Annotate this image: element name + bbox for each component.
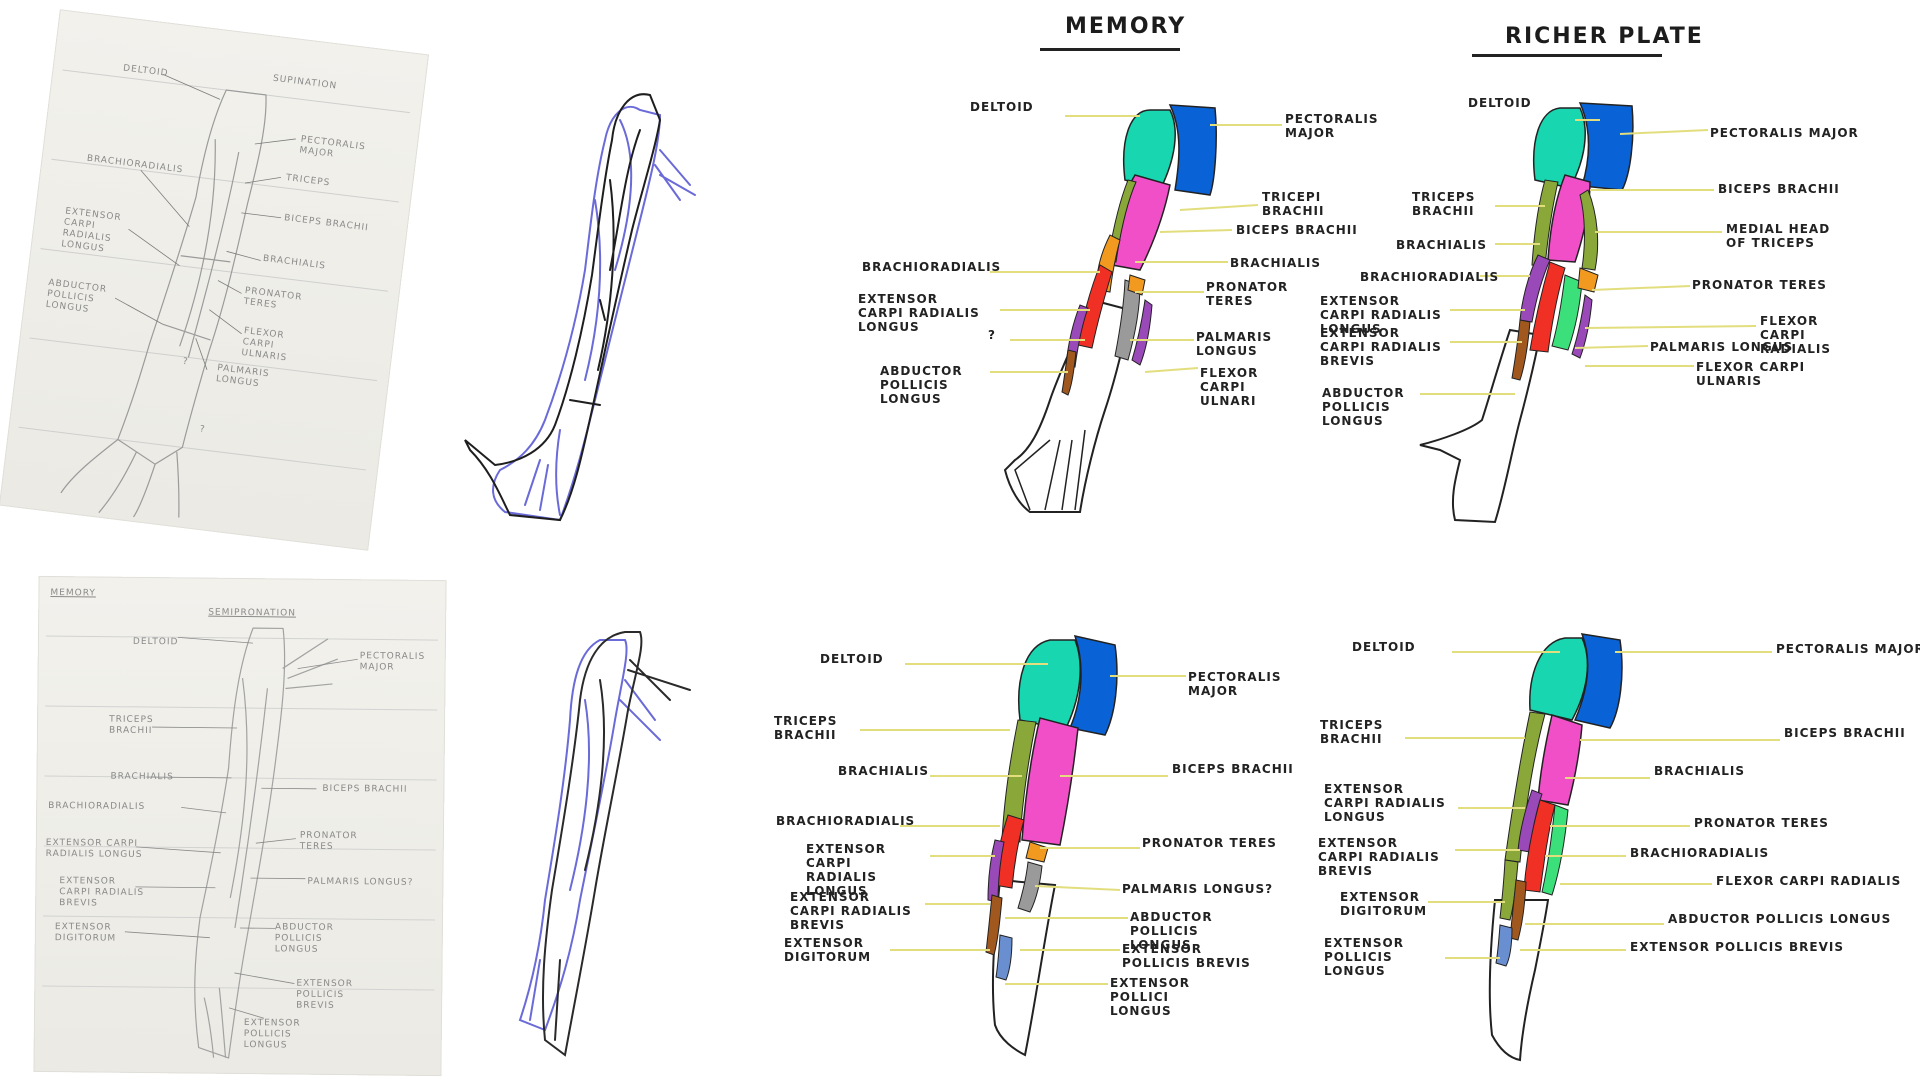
memory-top-fcu	[1131, 299, 1153, 366]
memory-top-arm	[1003, 104, 1217, 513]
plate-top-label: BICEPS BRACHII	[1718, 182, 1840, 196]
plate-bottom-label: EXTENSOR DIGITORUM	[1340, 890, 1428, 918]
memory-bottom-label: BRACHIALIS	[838, 764, 930, 778]
plate-bottom-arm	[1488, 633, 1623, 1062]
plate-bottom-label: BICEPS BRACHII	[1784, 726, 1906, 740]
memory-top-label: BRACHIORADIALIS	[862, 260, 1002, 274]
memory-underline	[1040, 48, 1180, 51]
leader-line	[1584, 325, 1757, 329]
memory-top-label: FLEXOR CARPI ULNARI	[1200, 366, 1259, 408]
memory-top-label: EXTENSOR CARPI RADIALIS LONGUS	[858, 292, 980, 334]
plate-bottom-label: TRICEPS BRACHII	[1320, 718, 1384, 746]
memory-top-pectoralis	[1168, 104, 1217, 196]
plate-bottom-label: BRACHIALIS	[1654, 764, 1746, 778]
richer-plate-underline	[1472, 54, 1662, 57]
sketch-bottom-arm	[194, 627, 338, 1059]
memory-top-label: ?	[988, 328, 996, 342]
memory-top-outline	[1003, 298, 1132, 513]
memory-bottom-label: TRICEPS BRACHII	[774, 714, 838, 742]
memory-top-label: PECTORALIS MAJOR	[1285, 112, 1379, 140]
plate-top-arm	[1419, 102, 1634, 524]
memory-header: MEMORY	[1065, 14, 1187, 39]
memory-bottom-label: PALMARIS LONGUS?	[1122, 882, 1274, 896]
plate-top-label: EXTENSOR CARPI RADIALIS LONGUS	[1320, 294, 1442, 336]
plate-bottom-label: PRONATOR TERES	[1694, 816, 1829, 830]
leader-line	[1619, 129, 1709, 135]
memory-bottom-label: EXTENSOR POLLICI LONGUS	[1110, 976, 1190, 1018]
plate-top-label: FLEXOR CARPI RADIALIS	[1760, 314, 1831, 356]
memory-bottom-label: DELTOID	[820, 652, 884, 666]
memory-bottom-label: PRONATOR TERES	[1142, 836, 1277, 850]
line-art-top-black	[464, 93, 662, 522]
plate-bottom-label: EXTENSOR POLLICIS LONGUS	[1324, 936, 1404, 978]
richer-plate-header: RICHER PLATE	[1505, 24, 1704, 49]
memory-bottom-label: EXTENSOR CARPI RADIALIS LONGUS	[806, 842, 886, 898]
memory-bottom-arm	[985, 634, 1118, 1057]
memory-top-label: ABDUCTOR POLLICIS LONGUS	[880, 364, 963, 406]
plate-top-label: TRICEPS BRACHII	[1412, 190, 1476, 218]
leader-line	[1574, 345, 1649, 349]
memory-bottom-label: EXTENSOR DIGITORUM	[784, 936, 872, 964]
leader-lines	[860, 115, 1780, 985]
memory-bottom-label: BICEPS BRACHII	[1172, 762, 1294, 776]
memory-bottom-label: EXTENSOR CARPI RADIALIS BREVIS	[790, 890, 912, 932]
plate-top-label: MEDIAL HEAD OF TRICEPS	[1726, 222, 1831, 250]
plate-bottom-label: ABDUCTOR POLLICIS LONGUS	[1668, 912, 1892, 926]
leader-line	[1034, 885, 1121, 891]
plate-top-label: PECTORALIS MAJOR	[1710, 126, 1859, 140]
memory-top-label: TRICEPI BRACHII	[1262, 190, 1325, 218]
sketch-bottom-lines	[42, 627, 438, 1059]
plate-top-label: PRONATOR TERES	[1692, 278, 1827, 292]
memory-top-label: PRONATOR TERES	[1206, 280, 1289, 308]
plate-top-label: PALMARIS LONGUS	[1650, 340, 1794, 354]
memory-top-palmaris	[1114, 279, 1141, 361]
memory-top-label: BRACHIALIS	[1230, 256, 1322, 270]
memory-bottom-label: EXTENSOR POLLICIS BREVIS	[1122, 942, 1251, 970]
plate-top-label: BRACHIORADIALIS	[1360, 270, 1500, 284]
line-art-bottom-black	[541, 631, 691, 1057]
sketch-top-lines	[18, 69, 410, 518]
plate-top-label: DELTOID	[1468, 96, 1532, 110]
memory-top-brachioradialis	[1077, 264, 1113, 349]
leader-line	[1179, 204, 1259, 211]
leader-line	[1144, 367, 1199, 373]
memory-top-deltoid	[1123, 109, 1176, 191]
plate-bottom-label: DELTOID	[1352, 640, 1416, 654]
sketch-top-arm	[60, 89, 267, 518]
plate-bottom-label: FLEXOR CARPI RADIALIS	[1716, 874, 1902, 888]
leader-line	[1591, 285, 1691, 291]
leader-line	[1159, 229, 1233, 233]
memory-bottom-label: ABDUCTOR POLLICIS LONGUS	[1130, 910, 1213, 952]
plate-bottom-label: EXTENSOR POLLICIS BREVIS	[1630, 940, 1844, 954]
sketch-top-paper: SUPINATION DELTOID PECTORALIS MAJOR TRIC…	[0, 9, 430, 551]
plate-top-label: FLEXOR CARPI ULNARIS	[1696, 360, 1806, 388]
plate-bottom-label: EXTENSOR CARPI RADIALIS LONGUS	[1324, 782, 1446, 824]
plate-top-label: EXTENSOR CARPI RADIALIS BREVIS	[1320, 326, 1442, 368]
plate-bottom-label: BRACHIORADIALIS	[1630, 846, 1770, 860]
memory-top-label: DELTOID	[970, 100, 1034, 114]
memory-bottom-label: BRACHIORADIALIS	[776, 814, 916, 828]
line-art-top-blue	[492, 105, 696, 522]
sketch-bottom-paper: MEMORY SEMIPRONATION DELTOID PECTORALIS …	[33, 575, 447, 1077]
memory-top-label: BICEPS BRACHII	[1236, 223, 1358, 237]
memory-bottom-label: PECTORALIS MAJOR	[1188, 670, 1282, 698]
plate-bottom-label: PECTORALIS MAJOR	[1776, 642, 1920, 656]
plate-bottom-label: EXTENSOR CARPI RADIALIS BREVIS	[1318, 836, 1440, 878]
plate-top-label: ABDUCTOR POLLICIS LONGUS	[1322, 386, 1405, 428]
plate-top-label: BRACHIALIS	[1396, 238, 1488, 252]
memory-top-label: PALMARIS LONGUS	[1196, 330, 1273, 358]
